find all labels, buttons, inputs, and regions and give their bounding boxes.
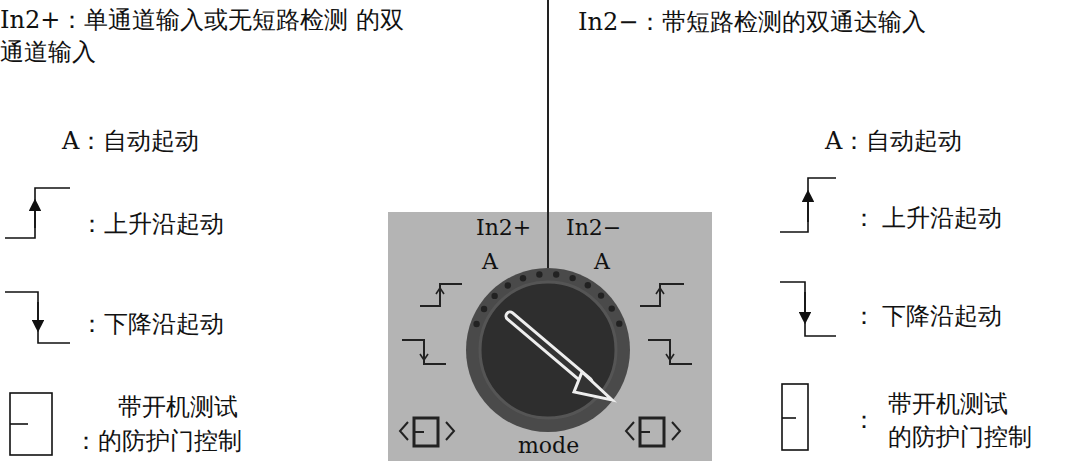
legend-text: ：: [852, 202, 876, 234]
mode-panel: In2+ In2− A Amode: [388, 212, 712, 461]
tick-dot: [481, 306, 487, 312]
panel-label: mode: [518, 434, 579, 458]
legend-text: A：自动起动: [825, 125, 962, 157]
legend-text: 的防护门控制: [888, 421, 1032, 453]
tick-dot: [473, 321, 479, 327]
legend-text: 带开机测试: [888, 388, 1008, 420]
tick-dot: [616, 320, 622, 326]
tick-dot: [609, 305, 615, 311]
legend-text: ：: [852, 404, 876, 436]
mode-heading: In2+：单通道输入或无短路检测 的双通道输入: [0, 4, 420, 68]
legend-text: 带开机测试: [118, 391, 238, 423]
mode-heading: In2−：带短路检测的双通达输入: [578, 6, 1058, 38]
tick-dot: [520, 275, 526, 281]
tick-dot: [505, 282, 511, 288]
tick-dot: [553, 271, 559, 277]
legend-text: 上升沿起动: [882, 202, 1002, 234]
legend-text: ：上升沿起动: [80, 208, 224, 240]
panel-label: A: [594, 250, 610, 274]
legend-text: ：下降沿起动: [80, 308, 224, 340]
tick-dot: [585, 282, 591, 288]
tick-dot: [536, 271, 542, 277]
legend-text: 下降沿起动: [882, 300, 1002, 332]
panel-label: In2−: [566, 216, 621, 240]
panel-label: In2+: [476, 216, 531, 240]
legend-text: A：自动起动: [62, 125, 199, 157]
legend-text: ：的防护门控制: [74, 425, 242, 457]
panel-label: A: [482, 250, 498, 274]
tick-dot: [569, 275, 575, 281]
legend-text: ：: [852, 300, 876, 332]
tick-dot: [491, 293, 497, 299]
tick-dot: [598, 292, 604, 298]
